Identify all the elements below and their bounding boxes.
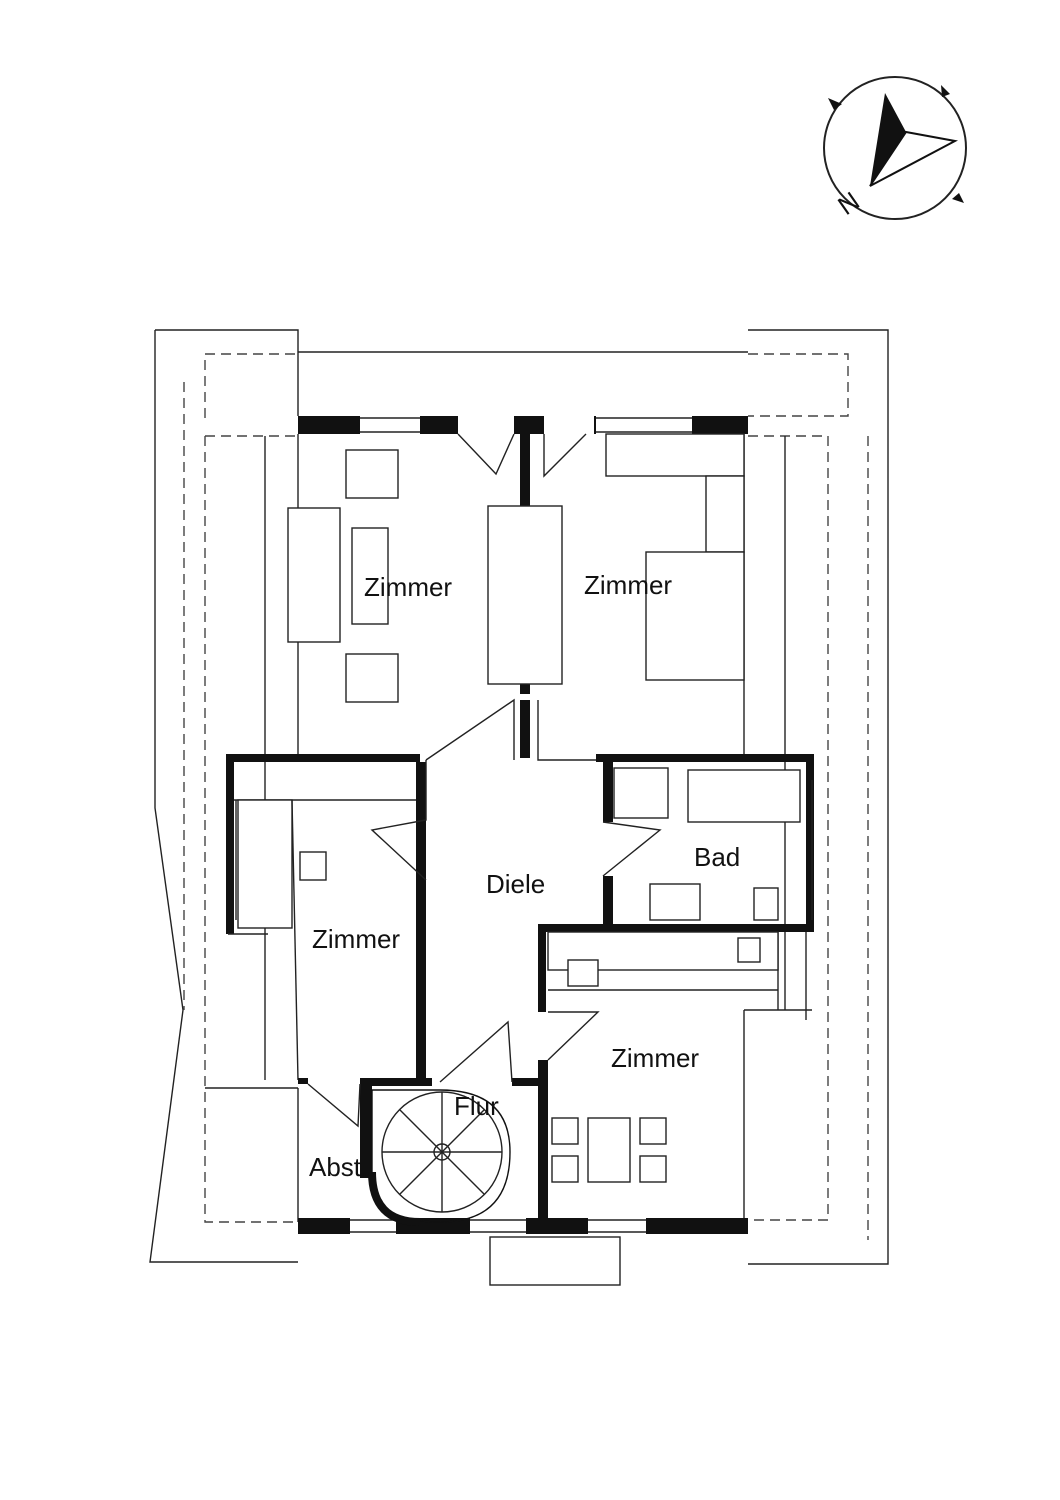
roof-outline [149,329,889,1286]
room-label-flur: Flur [454,1091,499,1121]
room-label-zimmer-nw: Zimmer [364,572,452,602]
furniture [287,433,801,1183]
spiral-staircase [368,1089,511,1226]
room-label-zimmer-ne: Zimmer [584,570,672,600]
room-label-bad: Bad [694,842,740,872]
compass-north-label: N [832,186,865,221]
room-label-diele: Diele [486,869,545,899]
room-label-zimmer-w: Zimmer [312,924,400,954]
room-label-zimmer-se: Zimmer [611,1043,699,1073]
room-label-abst: Abst. [309,1152,368,1182]
north-arrow-compass-icon: N [823,76,967,221]
doors [307,433,662,1128]
